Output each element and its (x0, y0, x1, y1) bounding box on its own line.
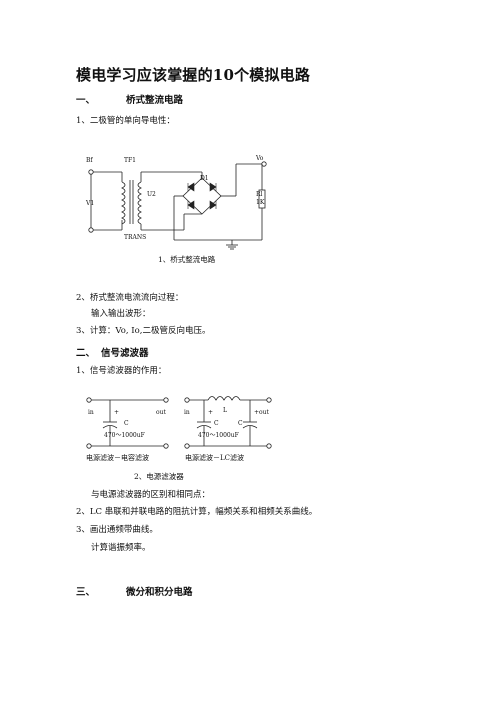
right-c1-label: C (214, 420, 219, 427)
section-3-number: 三、 (76, 587, 96, 598)
s2-item1: 1、信号滤波器的作用： (76, 366, 167, 376)
left-range-label: 470～1000uF (104, 432, 145, 439)
right-range-label: 470～1000uF (198, 432, 239, 439)
s1-item1: 1、二极管的单向导电性： (76, 116, 175, 126)
section-1-heading: 桥式整流电路 (126, 95, 184, 106)
page-title: 模电学习应该掌握的10个模拟电路 (76, 66, 311, 84)
bridge-rectifier-diagram: Bf TF1 V1 U2 D1 TRANS Vo Rl 1K 1、桥式整流电路 (85, 155, 267, 264)
section-1-number: 一、 (76, 95, 96, 106)
s2-item3-sub: 计算谐振频率。 (91, 543, 151, 553)
figure1-caption: 1、桥式整流电路 (158, 254, 216, 264)
u2-label: U2 (147, 191, 156, 198)
vo-label: Vo (255, 155, 264, 162)
right-plus1-label: + (208, 409, 213, 416)
trans-label: TRANS (124, 234, 146, 241)
left-plus-label: + (114, 409, 119, 416)
section-2-heading: 信号滤波器 (101, 348, 149, 359)
bf-label: Bf (86, 157, 93, 164)
right-filter-label: 电源滤波－LC滤波 (185, 453, 244, 462)
right-in-label: in (184, 409, 190, 416)
rl-label: Rl (256, 191, 263, 198)
power-filter-diagram: in out + C 470～1000uF in out + + L C C 4… (86, 396, 272, 481)
s1-item2: 2、桥式整流电流流向过程： (76, 293, 184, 303)
s2-item3: 3、画出通频带曲线。 (76, 525, 158, 535)
figure2-caption: 2、电源滤波器 (134, 471, 184, 481)
s2-note: 与电源滤波器的区别和相同点： (91, 490, 211, 500)
left-c-label: C (124, 420, 129, 427)
rl-value: 1K (256, 199, 265, 206)
s1-item3: 3、计算：Vo, Io,二极管反向电压。 (76, 326, 211, 336)
left-in-label: in (88, 409, 94, 416)
right-c2-label: C (238, 420, 243, 427)
tf1-label: TF1 (124, 157, 136, 164)
left-filter-label: 电源滤波－电容滤波 (86, 453, 149, 462)
right-plus2-label: + (254, 409, 259, 416)
left-out-label: out (156, 409, 166, 416)
v1-label: V1 (85, 200, 94, 207)
d1-label: D1 (200, 175, 209, 182)
section-3-heading: 微分和积分电路 (126, 587, 193, 598)
s2-item2: 2、LC 串联和并联电路的阻抗计算，幅频关系和相频关系曲线。 (76, 507, 318, 517)
s1-item2-sub: 输入输出波形： (91, 309, 151, 319)
inductor-l-label: L (223, 407, 227, 414)
section-2-number: 二、 (76, 348, 96, 359)
right-out-label: out (259, 409, 269, 416)
